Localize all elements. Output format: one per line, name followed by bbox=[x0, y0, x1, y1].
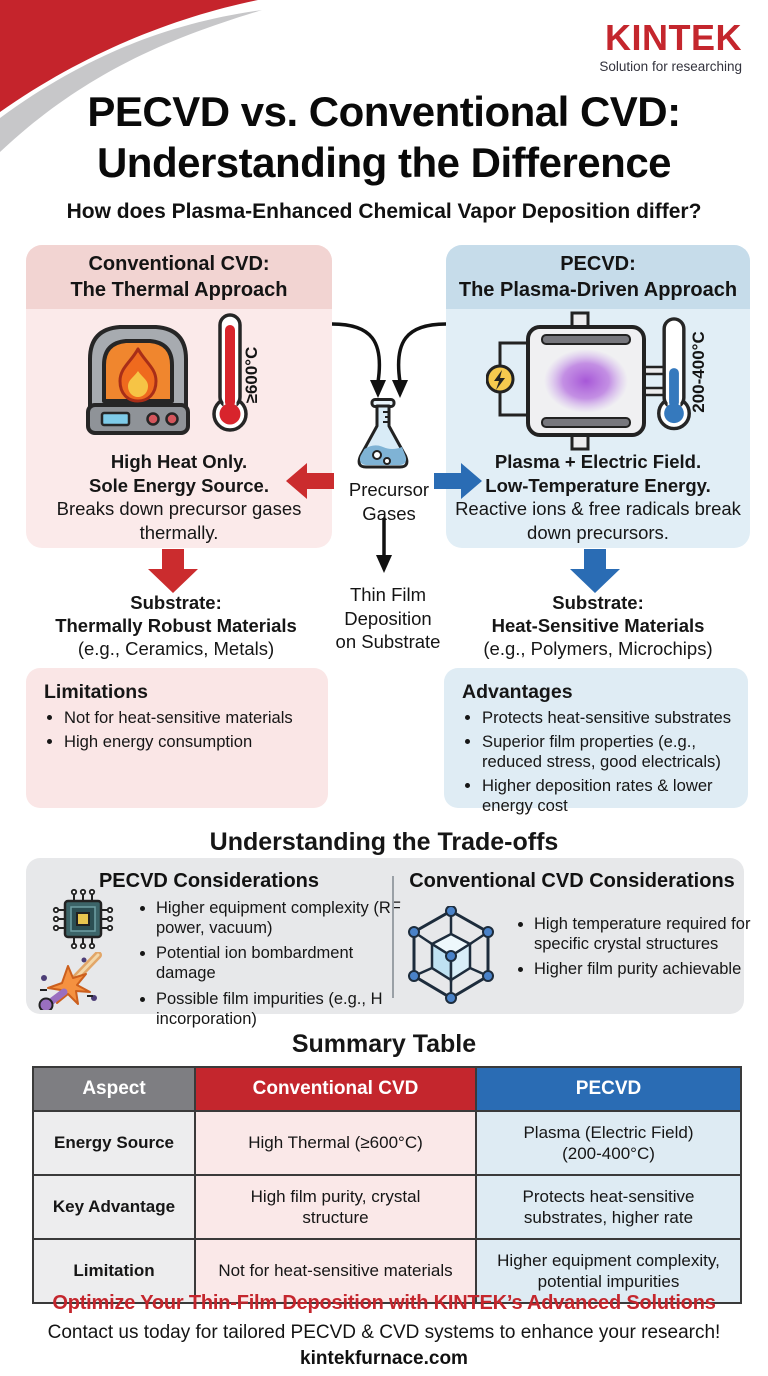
arrow-left-red-icon bbox=[286, 463, 334, 499]
tradeoffs-box: PECVD Considerations bbox=[26, 858, 750, 1028]
table-header-row: Aspect Conventional CVD PECVD bbox=[32, 1066, 742, 1112]
arrow-down-blue-icon bbox=[570, 549, 620, 593]
pecvd-substrate-examples: (e.g., Polymers, Microchips) bbox=[483, 637, 713, 659]
table-row: Key Advantage High film purity, crystal … bbox=[32, 1174, 742, 1240]
pecvd-temperature-label: 200-400°C bbox=[689, 331, 708, 413]
pecvd-energy-desc: Reactive ions & free radicals break down… bbox=[455, 498, 741, 544]
cell-aspect: Key Advantage bbox=[32, 1174, 196, 1240]
advantages-list: Protects heat-sensitive substrates Super… bbox=[444, 708, 748, 816]
conventional-substrate-label: Substrate: bbox=[130, 592, 222, 613]
cell-conventional: Not for heat-sensitive materials bbox=[194, 1238, 477, 1304]
footer-website: kintekfurnace.com bbox=[300, 1348, 468, 1369]
conventional-substrate-text: Substrate: Thermally Robust Materials (e… bbox=[26, 592, 326, 661]
conventional-energy-desc: Breaks down precursor gases thermally. bbox=[56, 498, 302, 544]
limitations-title: Limitations bbox=[44, 681, 149, 703]
pecvd-panel-title: PECVD: The Plasma-Driven Approach bbox=[446, 245, 750, 309]
list-item: Potential ion bombardment damage bbox=[156, 943, 408, 983]
list-item: Higher deposition rates & lower energy c… bbox=[482, 776, 740, 816]
footer-headline: Optimize Your Thin-Film Deposition with … bbox=[52, 1292, 716, 1314]
converging-arrows-icon bbox=[331, 316, 447, 406]
tradeoffs-cvd-list: High temperature required for specific c… bbox=[516, 914, 766, 984]
list-item: Protects heat-sensitive substrates bbox=[482, 708, 740, 728]
furnace-icon bbox=[74, 315, 202, 439]
advantages-box: Advantages Protects heat-sensitive subst… bbox=[444, 668, 748, 815]
list-item: Not for heat-sensitive materials bbox=[64, 708, 320, 728]
list-item: Higher equipment complexity (RF power, v… bbox=[156, 898, 408, 938]
list-item: Possible film impurities (e.g., H incorp… bbox=[156, 989, 408, 1029]
table-row: Limitation Not for heat-sensitive materi… bbox=[32, 1238, 742, 1304]
page-title: PECVD vs. Conventional CVD: Understandin… bbox=[0, 86, 768, 188]
limitations-box: Limitations Not for heat-sensitive mater… bbox=[26, 668, 328, 808]
summary-table-title: Summary Table bbox=[291, 1030, 477, 1058]
lightning-bolt-icon bbox=[494, 370, 505, 390]
header-cell-conventional: Conventional CVD bbox=[194, 1066, 477, 1112]
conventional-cvd-panel: Conventional CVD: The Thermal Approach bbox=[26, 245, 332, 548]
cell-pecvd: Protects heat-sensitive substrates, high… bbox=[475, 1174, 742, 1240]
table-row: Energy Source High Thermal (≥600°C) Plas… bbox=[32, 1110, 742, 1176]
flask-icon bbox=[352, 398, 414, 476]
tradeoffs-title: Understanding the Trade-offs bbox=[209, 828, 559, 856]
header-cell-aspect: Aspect bbox=[32, 1066, 196, 1112]
cell-conventional: High film purity, crystal structure bbox=[194, 1174, 477, 1240]
conventional-title-line1: Conventional CVD: bbox=[88, 252, 270, 275]
page-title-line2: Understanding the Difference bbox=[96, 139, 672, 187]
list-item: Superior film properties (e.g., reduced … bbox=[482, 732, 740, 772]
pecvd-title-line1: PECVD: bbox=[560, 252, 636, 275]
tradeoffs-divider bbox=[392, 876, 394, 998]
brand-logo: KINTEK Solution for researching bbox=[599, 17, 742, 75]
plasma-chamber-icon bbox=[485, 311, 674, 451]
brand-name: KINTEK bbox=[605, 17, 742, 58]
pecvd-title-line2: The Plasma-Driven Approach bbox=[458, 279, 738, 301]
page-title-line1: PECVD vs. Conventional CVD: bbox=[87, 88, 681, 135]
tradeoffs-cvd-title: Conventional CVD Considerations bbox=[409, 870, 735, 892]
pecvd-substrate-type: Heat-Sensitive Materials bbox=[491, 614, 705, 636]
conventional-energy-text: High Heat Only. Sole Energy Source. Brea… bbox=[34, 450, 324, 545]
pecvd-energy-bold2: Low-Temperature Energy. bbox=[485, 474, 711, 496]
conventional-energy-bold1: High Heat Only. bbox=[110, 451, 248, 472]
tradeoffs-pecvd-list: Higher equipment complexity (RF power, v… bbox=[138, 898, 408, 1034]
cell-aspect: Energy Source bbox=[32, 1110, 196, 1176]
header-cell-pecvd: PECVD bbox=[475, 1066, 742, 1112]
tradeoffs-pecvd-title: PECVD Considerations bbox=[98, 870, 320, 892]
page-subtitle: How does Plasma-Enhanced Chemical Vapor … bbox=[66, 200, 702, 223]
corner-swoosh-decoration bbox=[0, 0, 300, 160]
thin-film-deposition-label: Thin Film Deposition on Substrate bbox=[335, 584, 441, 653]
arrow-right-blue-icon bbox=[434, 463, 482, 499]
conventional-energy-bold2: Sole Energy Source. bbox=[89, 474, 269, 496]
precursor-gases-label: Precursor Gases bbox=[348, 479, 430, 524]
footer-contact-text: Contact us today for tailored PECVD & CV… bbox=[47, 1322, 721, 1343]
summary-table: Aspect Conventional CVD PECVD Energy Sou… bbox=[32, 1066, 742, 1304]
pecvd-substrate-label: Substrate: bbox=[552, 592, 644, 613]
conventional-substrate-type: Thermally Robust Materials bbox=[55, 614, 297, 636]
list-item: High temperature required for specific c… bbox=[534, 914, 766, 954]
conventional-title-line2: The Thermal Approach bbox=[70, 279, 288, 301]
advantages-title: Advantages bbox=[462, 681, 573, 703]
ion-bombardment-icon bbox=[38, 951, 102, 1013]
cell-conventional: High Thermal (≥600°C) bbox=[194, 1110, 477, 1176]
conventional-temperature-label: ≥600°C bbox=[242, 346, 261, 404]
list-item: High energy consumption bbox=[64, 732, 320, 752]
thermometer-hot-icon bbox=[212, 311, 248, 435]
conventional-substrate-examples: (e.g., Ceramics, Metals) bbox=[77, 637, 275, 659]
swoosh-graphic bbox=[0, 0, 262, 152]
cell-aspect: Limitation bbox=[32, 1238, 196, 1304]
conventional-panel-title: Conventional CVD: The Thermal Approach bbox=[26, 245, 332, 309]
crystal-lattice-icon bbox=[408, 905, 494, 1004]
arrow-down-thin-icon bbox=[376, 518, 392, 574]
microchip-icon bbox=[52, 888, 114, 950]
pecvd-energy-bold1: Plasma + Electric Field. bbox=[494, 451, 702, 472]
pecvd-substrate-text: Substrate: Heat-Sensitive Materials (e.g… bbox=[448, 592, 748, 661]
limitations-list: Not for heat-sensitive materials High en… bbox=[26, 708, 328, 752]
pecvd-panel: PECVD: The Plasma-Driven Approach bbox=[446, 245, 750, 548]
arrow-down-red-icon bbox=[148, 549, 198, 593]
list-item: Higher film purity achievable bbox=[534, 959, 766, 979]
cell-pecvd: Higher equipment complexity, potential i… bbox=[475, 1238, 742, 1304]
thermometer-cool-icon bbox=[656, 315, 692, 433]
brand-tagline: Solution for researching bbox=[599, 59, 742, 74]
cell-pecvd: Plasma (Electric Field) (200-400°C) bbox=[475, 1110, 742, 1176]
pecvd-energy-text: Plasma + Electric Field. Low-Temperature… bbox=[453, 450, 743, 545]
